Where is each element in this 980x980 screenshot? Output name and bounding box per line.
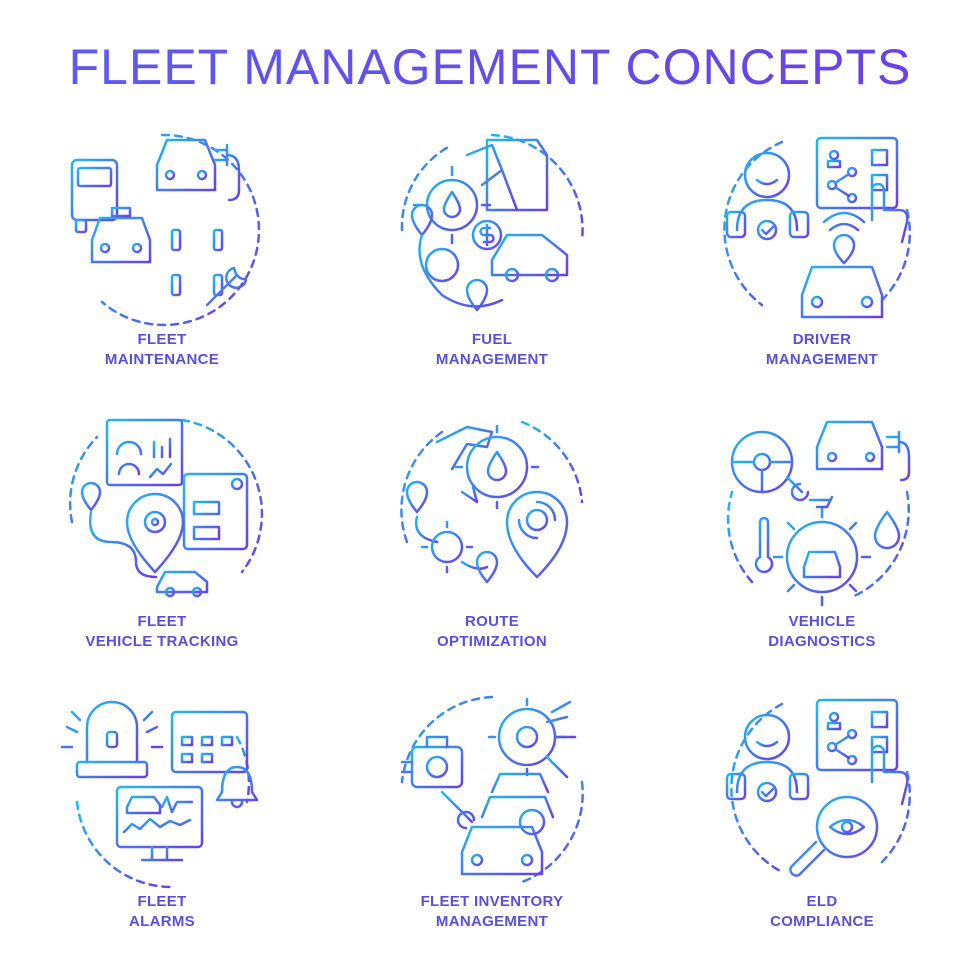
- label-line-2: ALARMS: [129, 913, 195, 930]
- concept-label: ELD COMPLIANCE: [672, 892, 972, 932]
- label-line-1: FLEET: [137, 893, 187, 910]
- concept-vehicle-diagnostics: VEHICLE DIAGNOSTICS: [672, 412, 972, 692]
- label-line-1: DRIVER: [792, 331, 852, 348]
- page-title: FLEET MANAGEMENT CONCEPTS: [0, 38, 980, 96]
- label-line-2: MANAGEMENT: [435, 913, 549, 930]
- fleet-maintenance-icon: [70, 133, 261, 327]
- fleet-inventory-icon: [400, 695, 584, 884]
- label-line-1: FLEET INVENTORY: [420, 893, 564, 910]
- concept-label: VEHICLE DIAGNOSTICS: [672, 612, 972, 652]
- concept-label: FLEET MAINTENANCE: [12, 330, 312, 370]
- vehicle-tracking-icon: [68, 418, 264, 598]
- fleet-alarms-icon: [60, 700, 259, 889]
- concept-fuel-management: FUEL MANAGEMENT: [342, 130, 642, 410]
- vehicle-diagnostics-icon: [726, 420, 911, 607]
- concept-fleet-inventory: FLEET INVENTORY MANAGEMENT: [342, 692, 642, 972]
- label-line-2: MANAGEMENT: [435, 351, 549, 368]
- label-line-2: MANAGEMENT: [765, 351, 879, 368]
- concept-eld-compliance: ELD COMPLIANCE: [672, 692, 972, 972]
- concept-label: FLEET INVENTORY MANAGEMENT: [342, 892, 642, 932]
- eld-compliance-icon: [725, 698, 912, 877]
- concept-fleet-maintenance: FLEET MAINTENANCE: [12, 130, 312, 410]
- concept-vehicle-tracking: FLEET VEHICLE TRACKING: [12, 412, 312, 692]
- label-line-1: FUEL: [471, 331, 513, 348]
- label-line-1: FLEET: [137, 331, 187, 348]
- concept-label: FLEET ALARMS: [12, 892, 312, 932]
- concept-label: FLEET VEHICLE TRACKING: [12, 612, 312, 652]
- concept-label: DRIVER MANAGEMENT: [672, 330, 972, 370]
- route-optimization-icon: [400, 420, 584, 592]
- label-line-2: DIAGNOSTICS: [768, 633, 876, 650]
- label-line-2: VEHICLE TRACKING: [85, 633, 239, 650]
- label-line-1: ELD: [806, 893, 838, 910]
- concept-route-optimization: ROUTE OPTIMIZATION: [342, 412, 642, 692]
- concept-driver-management: DRIVER MANAGEMENT: [672, 130, 972, 410]
- concept-label: ROUTE OPTIMIZATION: [342, 612, 642, 652]
- label-line-1: ROUTE: [465, 613, 519, 630]
- concept-fleet-alarms: FLEET ALARMS: [12, 692, 312, 972]
- fuel-management-icon: [400, 133, 584, 312]
- label-line-2: MAINTENANCE: [104, 351, 220, 368]
- label-line-2: OPTIMIZATION: [437, 633, 547, 650]
- concept-label: FUEL MANAGEMENT: [342, 330, 642, 370]
- driver-management-icon: [723, 136, 912, 319]
- label-line-2: COMPLIANCE: [770, 913, 874, 930]
- label-line-1: FLEET: [137, 613, 187, 630]
- label-line-1: VEHICLE: [788, 613, 856, 630]
